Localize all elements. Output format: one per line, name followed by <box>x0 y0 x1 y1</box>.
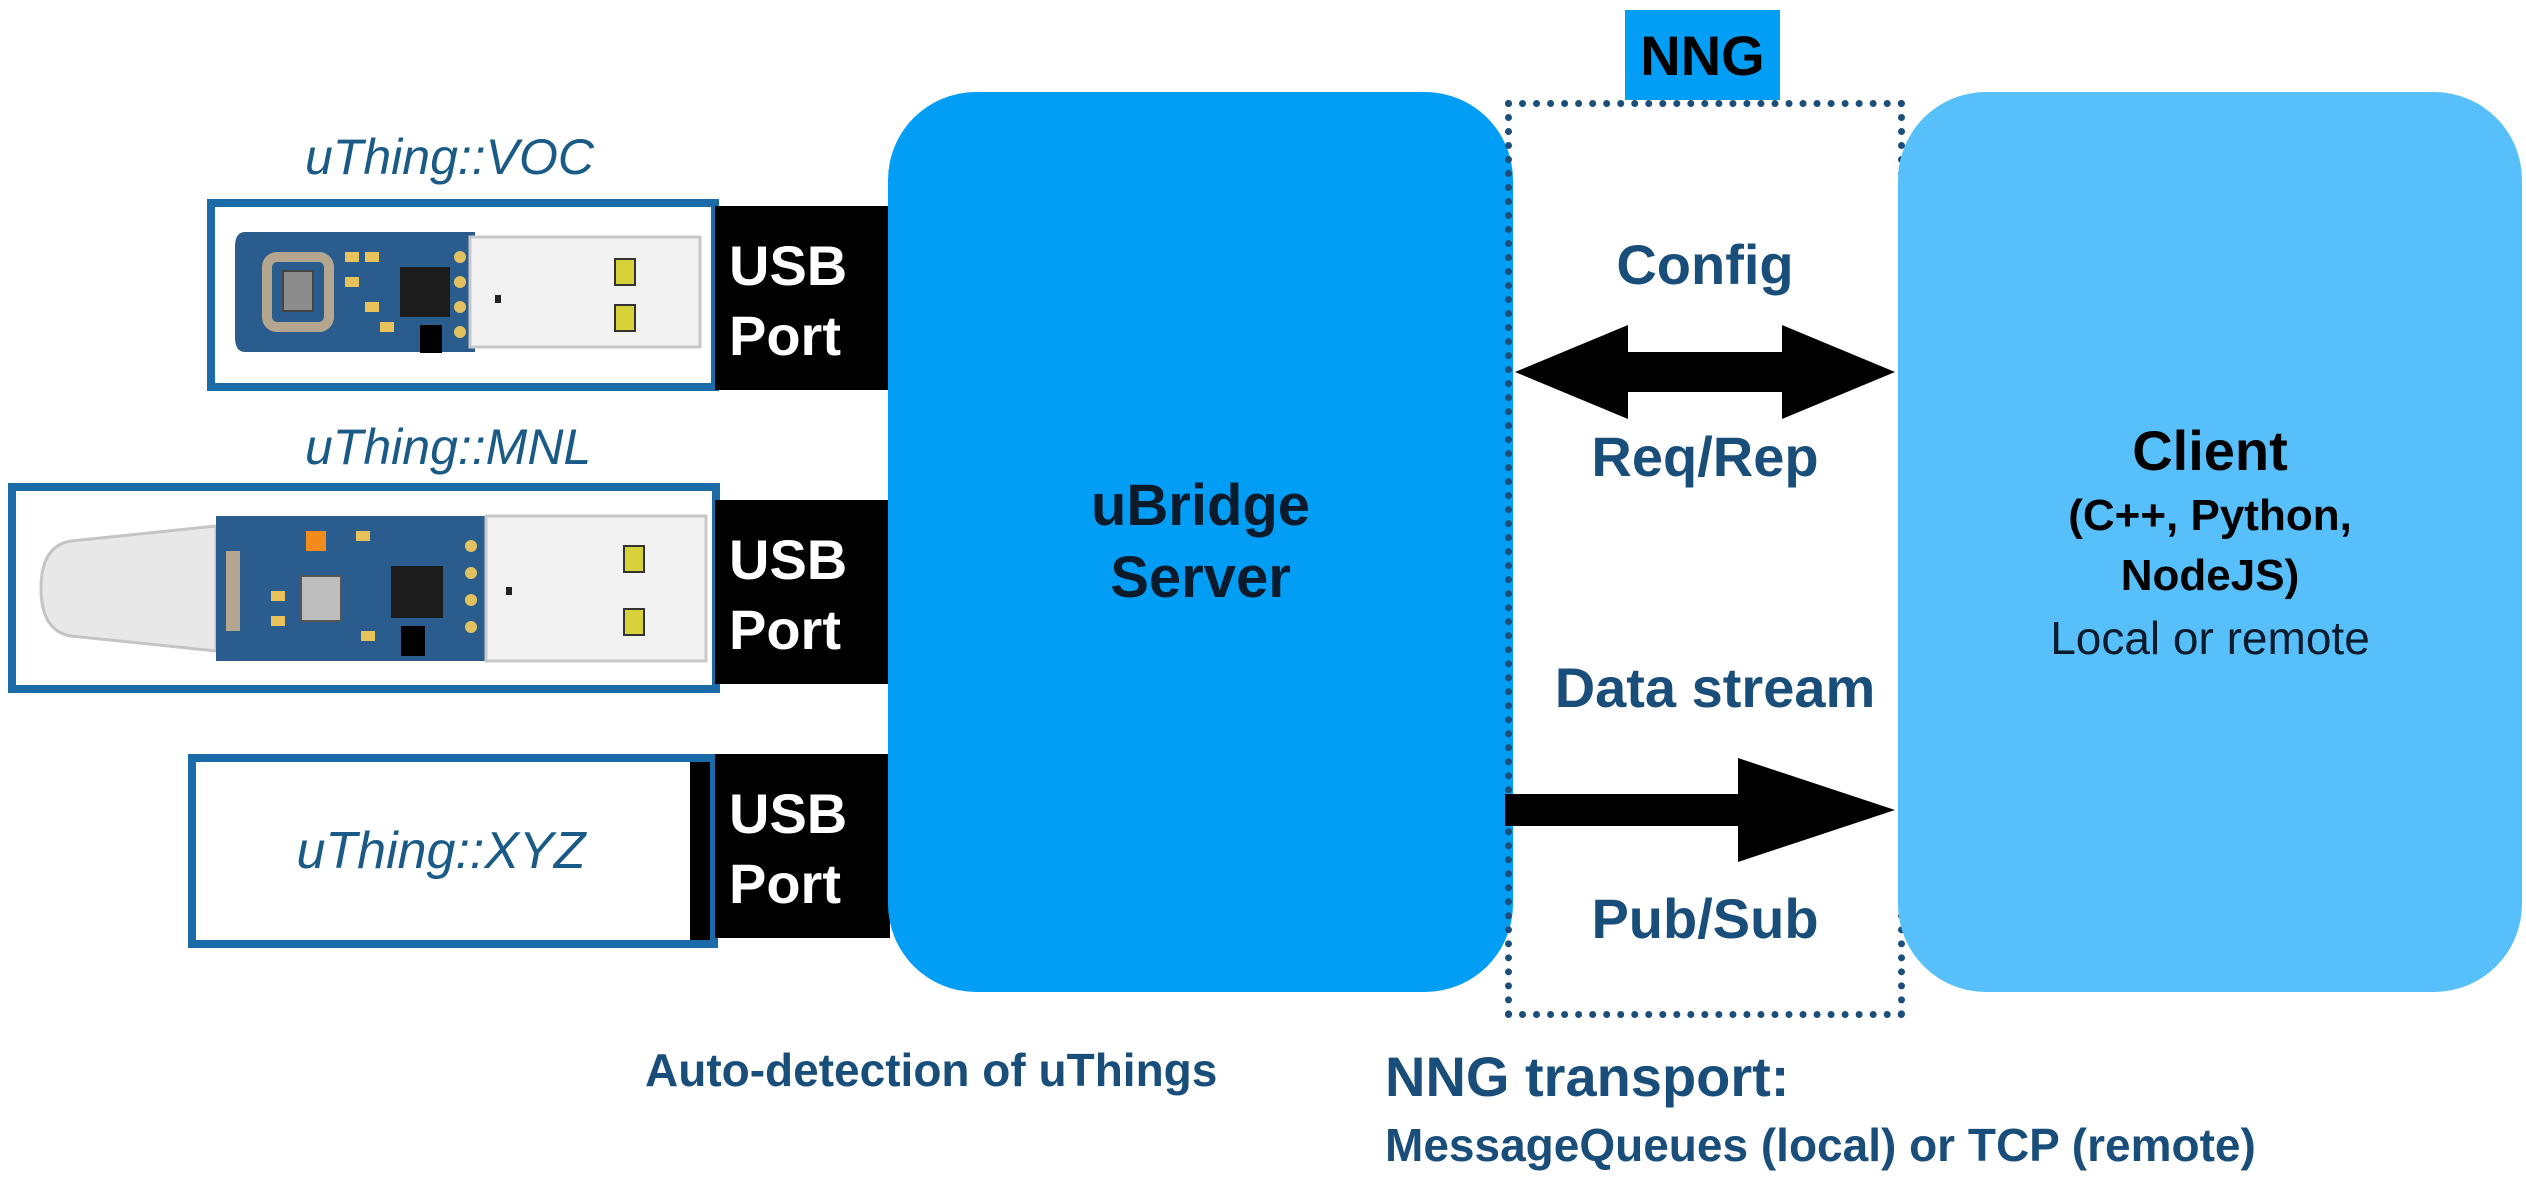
usb-port-2-line2: Port <box>729 598 841 661</box>
device-label-voc: uThing::VOC <box>305 129 595 185</box>
publish-arrow <box>1505 758 1895 862</box>
usb-stick-mnl-image <box>39 514 708 663</box>
client-langs-line1: (C++, Python, <box>2068 491 2352 540</box>
pub-sub-label: Pub/Sub <box>1591 887 1819 950</box>
server-line2: Server <box>1110 545 1291 610</box>
transport-title: NNG transport: <box>1385 1045 1790 1108</box>
usb-port-3: USB Port <box>715 754 890 938</box>
client-title: Client <box>2132 419 2288 482</box>
autodetect-caption: Auto-detection of uThings <box>645 1044 1218 1096</box>
device-label-mnl: uThing::MNL <box>305 419 592 475</box>
usb-port-3-line1: USB <box>729 782 848 845</box>
data-stream-label: Data stream <box>1554 656 1876 719</box>
device-frame-voc <box>207 199 719 391</box>
usb-stick-voc-image <box>235 232 702 353</box>
client-box: Client (C++, Python, NodeJS) Local or re… <box>1898 92 2522 992</box>
config-label: Config <box>1616 233 1794 296</box>
server-line1: uBridge <box>1090 473 1311 538</box>
client-langs-line2: NodeJS) <box>2120 551 2300 600</box>
client-location: Local or remote <box>2050 612 2370 664</box>
usb-port-1: USB Port <box>715 206 890 390</box>
device-xyz-black-strip <box>690 762 710 940</box>
device-label-xyz: uThing::XYZ <box>296 822 586 880</box>
device-frame-xyz: uThing::XYZ <box>188 754 718 948</box>
usb-port-1-line2: Port <box>729 304 841 367</box>
usb-port-3-line2: Port <box>729 852 841 915</box>
transport-detail: MessageQueues (local) or TCP (remote) <box>1385 1119 2256 1171</box>
bidirectional-arrow <box>1515 325 1895 419</box>
usb-port-1-line1: USB <box>729 234 848 297</box>
usb-port-2: USB Port <box>715 500 890 684</box>
nng-label: NNG <box>1625 10 1780 100</box>
usb-port-2-line1: USB <box>729 528 848 591</box>
ubridge-server-box: uBridge Server <box>888 92 1513 992</box>
req-rep-label: Req/Rep <box>1591 425 1819 488</box>
device-frame-mnl <box>8 483 720 693</box>
